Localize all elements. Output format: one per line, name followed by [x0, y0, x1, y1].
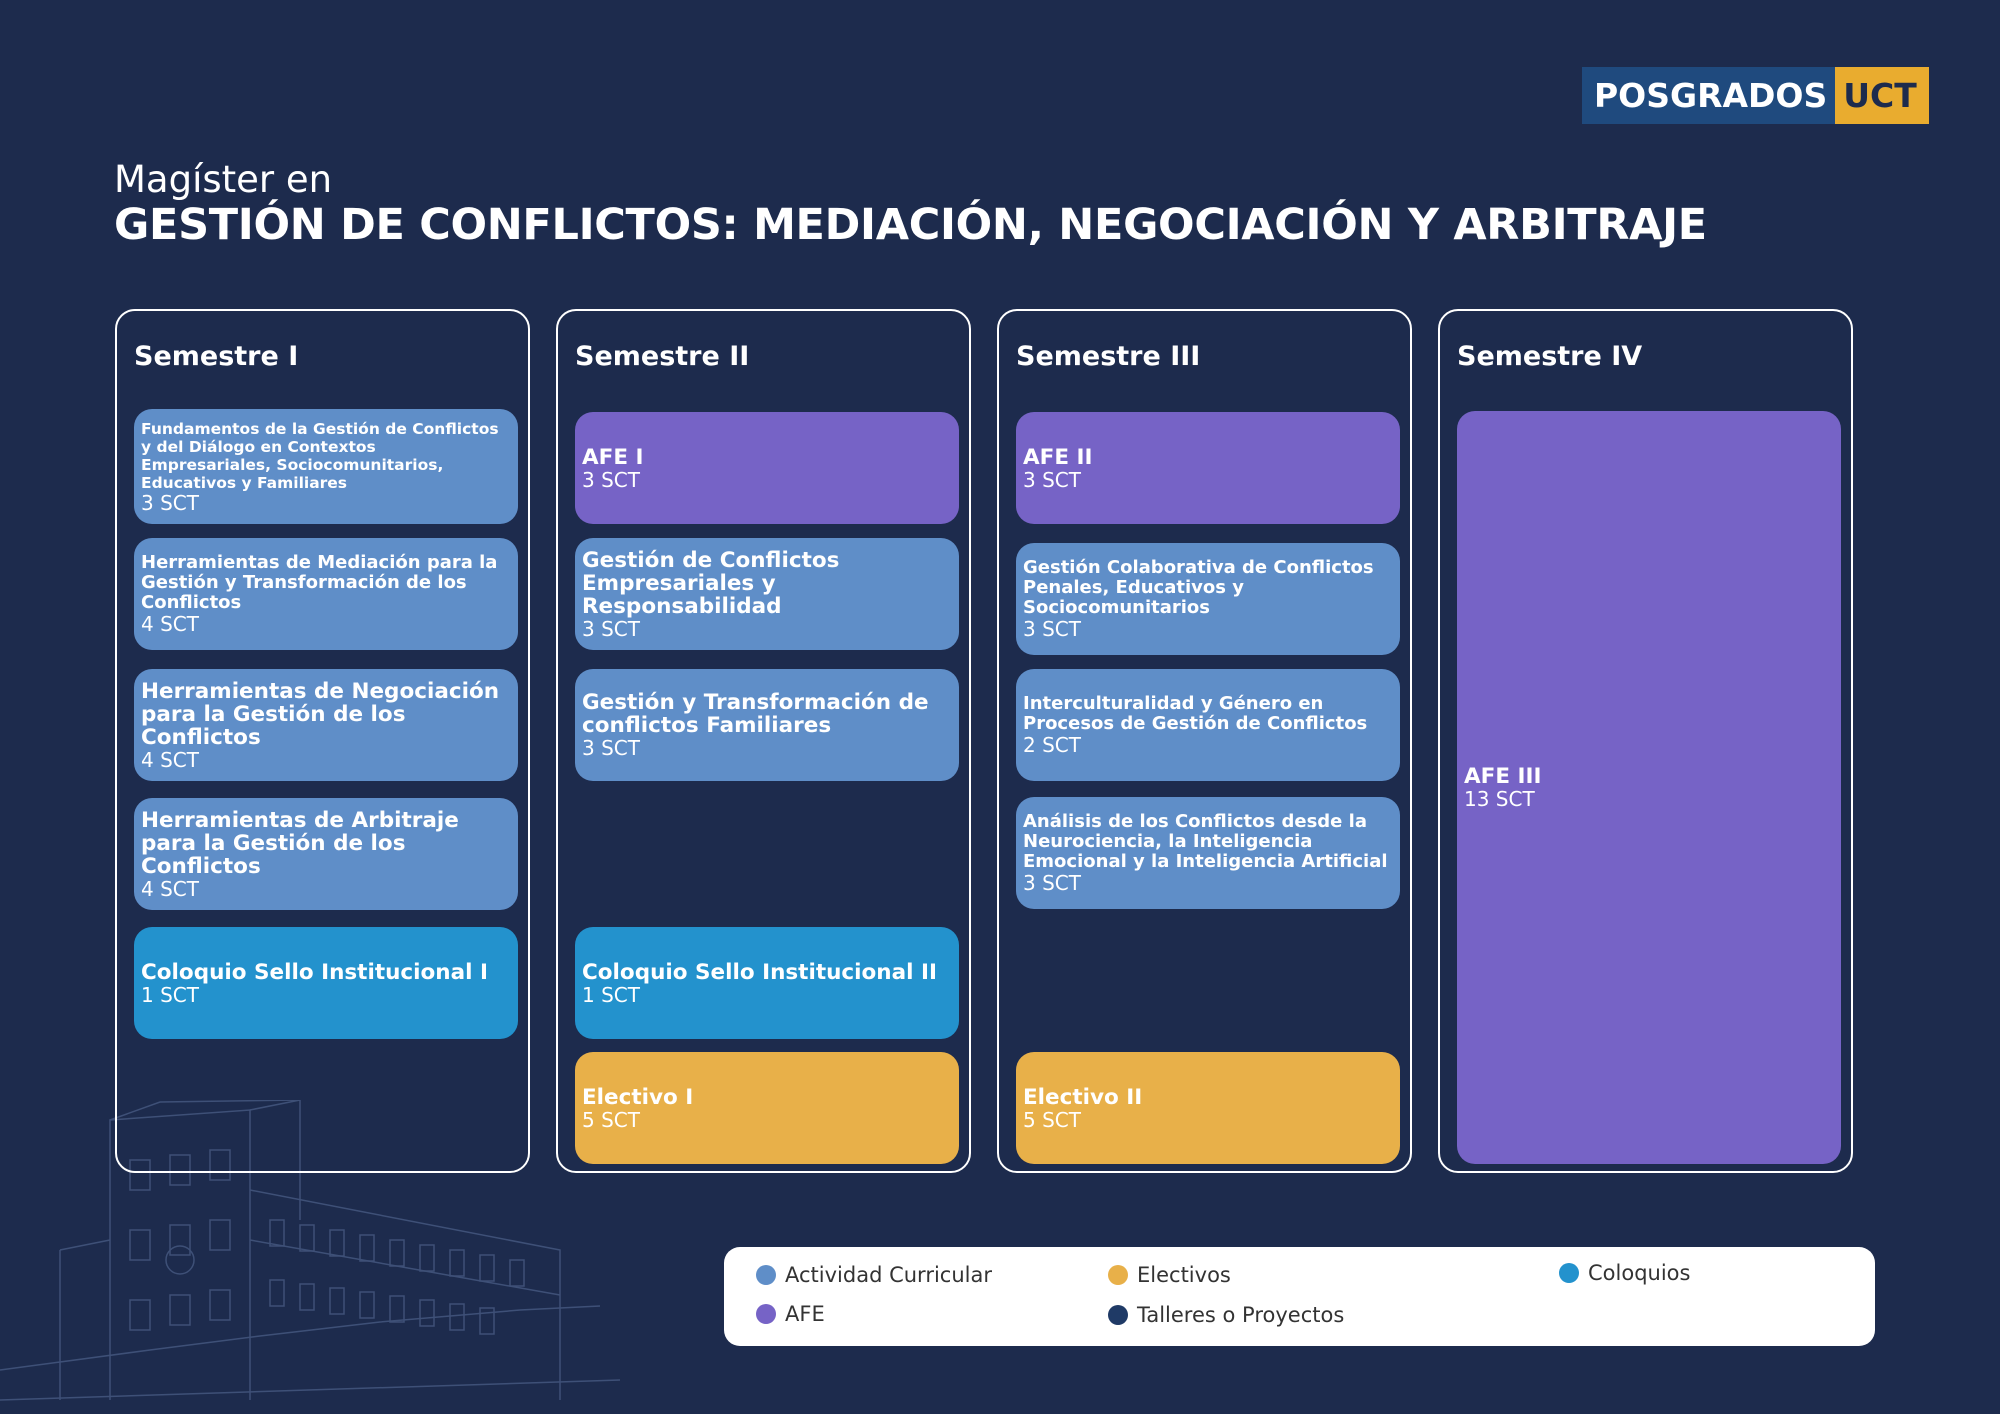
- course-name: Gestión y Transformación de conflictos F…: [582, 690, 929, 738]
- logo-text-posgrados: POSGRADOS: [1582, 67, 1836, 124]
- semester-title: Semestre II: [575, 341, 750, 372]
- course-name: Coloquio Sello Institucional I: [141, 959, 488, 985]
- course-credits: 4 SCT: [141, 612, 199, 636]
- building-illustration: [0, 1100, 620, 1401]
- course-card[interactable]: Coloquio Sello Institucional II 1 SCT: [575, 927, 959, 1039]
- legend: Actividad Curricular Electivos Coloquios…: [724, 1247, 1875, 1346]
- semester-column-1: Semestre I Fundamentos de la Gestión de …: [115, 309, 530, 1173]
- course-credits: 4 SCT: [141, 747, 199, 772]
- course-card[interactable]: AFE II 3 SCT: [1016, 412, 1400, 524]
- course-name: Interculturalidad y Género en Procesos d…: [1023, 693, 1368, 734]
- semester-title: Semestre I: [134, 341, 299, 372]
- page-title: GESTIÓN DE CONFLICTOS: MEDIACIÓN, NEGOCI…: [114, 200, 1707, 250]
- posgrados-uct-logo: POSGRADOS UCT: [1582, 67, 1929, 124]
- course-name: Fundamentos de la Gestión de Conflictos …: [141, 419, 499, 492]
- course-card[interactable]: Gestión de Conflictos Empresariales y Re…: [575, 538, 959, 650]
- course-credits: 3 SCT: [582, 736, 640, 760]
- course-card[interactable]: Herramientas de Mediación para la Gestió…: [134, 538, 518, 650]
- course-credits: 3 SCT: [582, 616, 640, 641]
- page-subtitle: Magíster en: [114, 158, 333, 201]
- course-name: Herramientas de Mediación para la Gestió…: [141, 552, 498, 613]
- course-name: Análisis de los Conflictos desde la Neur…: [1023, 811, 1388, 872]
- semester-title: Semestre IV: [1457, 341, 1643, 372]
- course-name: Electivo I: [582, 1084, 694, 1110]
- course-credits: 1 SCT: [582, 982, 640, 1007]
- course-credits: 3 SCT: [582, 467, 640, 492]
- course-card[interactable]: Herramientas de Arbitraje para la Gestió…: [134, 798, 518, 910]
- legend-item-afe: AFE: [756, 1302, 825, 1326]
- legend-dot-icon: [1108, 1265, 1128, 1285]
- legend-item-electivos: Electivos: [1108, 1263, 1231, 1287]
- course-credits: 1 SCT: [141, 982, 199, 1007]
- legend-label: Actividad Curricular: [785, 1263, 992, 1287]
- course-card[interactable]: Coloquio Sello Institucional I 1 SCT: [134, 927, 518, 1039]
- legend-dot-icon: [1108, 1305, 1128, 1325]
- semester-column-3: Semestre III AFE II 3 SCT Gestión Colabo…: [997, 309, 1412, 1173]
- course-card[interactable]: AFE III 13 SCT: [1457, 411, 1841, 1164]
- course-card[interactable]: Interculturalidad y Género en Procesos d…: [1016, 669, 1400, 781]
- course-credits: 3 SCT: [1023, 467, 1081, 492]
- course-card[interactable]: AFE I 3 SCT: [575, 412, 959, 524]
- course-credits: 3 SCT: [141, 490, 199, 515]
- course-credits: 4 SCT: [141, 876, 199, 901]
- course-name: Coloquio Sello Institucional II: [582, 959, 937, 985]
- course-card[interactable]: Herramientas de Negociación para la Gest…: [134, 669, 518, 781]
- legend-item-talleres: Talleres o Proyectos: [1108, 1303, 1344, 1327]
- course-credits: 3 SCT: [1023, 617, 1081, 641]
- course-name: AFE III: [1464, 764, 1542, 789]
- semester-column-2: Semestre II AFE I 3 SCT Gestión de Confl…: [556, 309, 971, 1173]
- course-name: AFE II: [1023, 444, 1093, 470]
- course-credits: 2 SCT: [1023, 733, 1081, 757]
- semester-column-4: Semestre IV AFE III 13 SCT: [1438, 309, 1853, 1173]
- legend-dot-icon: [1559, 1263, 1579, 1283]
- course-name: Electivo II: [1023, 1084, 1143, 1110]
- legend-label: Coloquios: [1588, 1261, 1691, 1285]
- legend-label: Talleres o Proyectos: [1137, 1303, 1345, 1327]
- course-credits: 13 SCT: [1464, 787, 1535, 811]
- legend-dot-icon: [756, 1265, 776, 1285]
- legend-item-coloquios: Coloquios: [1559, 1261, 1690, 1285]
- course-name: AFE I: [582, 444, 644, 470]
- course-name: Herramientas de Arbitraje para la Gestió…: [141, 807, 459, 879]
- semester-title: Semestre III: [1016, 341, 1201, 372]
- legend-label: AFE: [785, 1302, 825, 1326]
- legend-label: Electivos: [1137, 1263, 1231, 1287]
- course-card[interactable]: Fundamentos de la Gestión de Conflictos …: [134, 409, 518, 524]
- course-name: Herramientas de Negociación para la Gest…: [141, 678, 500, 750]
- legend-dot-icon: [756, 1304, 776, 1324]
- course-card[interactable]: Electivo I 5 SCT: [575, 1052, 959, 1164]
- legend-item-actividad: Actividad Curricular: [756, 1263, 992, 1287]
- course-card[interactable]: Gestión y Transformación de conflictos F…: [575, 669, 959, 781]
- course-name: Gestión Colaborativa de Conflictos Penal…: [1023, 557, 1374, 618]
- course-card[interactable]: Electivo II 5 SCT: [1016, 1052, 1400, 1164]
- course-card[interactable]: Gestión Colaborativa de Conflictos Penal…: [1016, 543, 1400, 655]
- course-name: Gestión de Conflictos Empresariales y Re…: [582, 547, 840, 619]
- course-credits: 3 SCT: [1023, 871, 1081, 895]
- course-credits: 5 SCT: [582, 1107, 640, 1132]
- course-card[interactable]: Análisis de los Conflictos desde la Neur…: [1016, 797, 1400, 909]
- course-credits: 5 SCT: [1023, 1107, 1081, 1132]
- logo-text-uct: UCT: [1835, 67, 1929, 124]
